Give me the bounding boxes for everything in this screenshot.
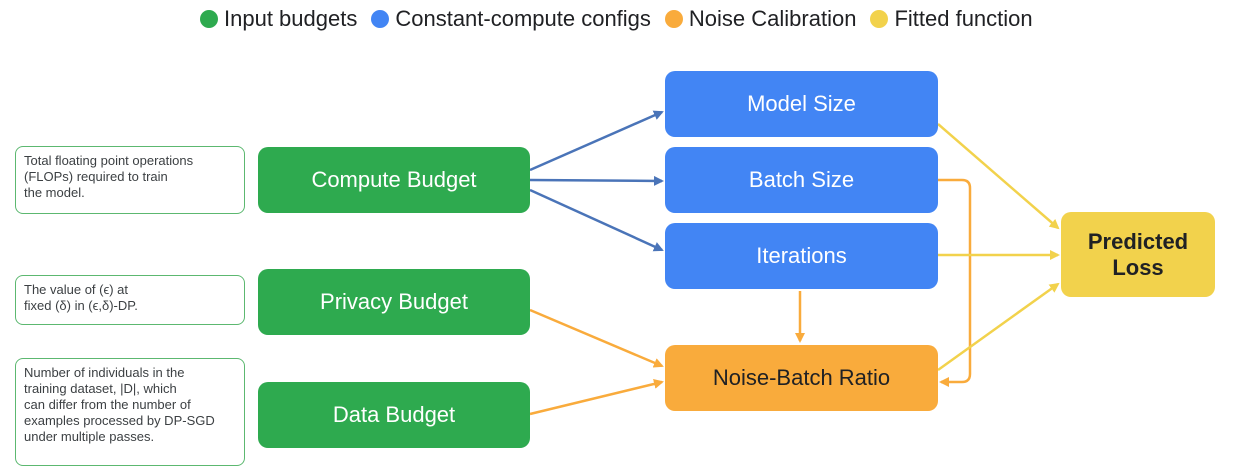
edge-model-size-to-loss	[937, 123, 1060, 230]
note-line: (FLOPs) required to train	[24, 169, 168, 184]
legend-dot-orange	[664, 10, 683, 28]
note-line: Total floating point operations	[24, 153, 194, 168]
edge-compute-to-model-size	[529, 110, 664, 172]
legend-dot-yellow	[870, 10, 889, 28]
node-predicted-loss: Predicted Loss	[1061, 212, 1215, 297]
legend-label: Constant-compute configs	[395, 6, 651, 31]
note-line: examples processed by DP-SGD	[24, 413, 215, 428]
edge-compute-to-batch-size	[529, 175, 664, 186]
note-line: The value of (ϵ) at	[24, 282, 129, 297]
legend-item-noise-calibration: Noise Calibration	[664, 6, 857, 32]
legend: Input budgets Constant-compute configs N…	[200, 4, 1033, 34]
legend-item-input-budgets: Input budgets	[200, 6, 357, 32]
note-privacy-budget: The value of (ϵ) at fixed (δ) in (ϵ,δ)-D…	[15, 275, 245, 325]
note-line: fixed (δ) in (ϵ,δ)-DP.	[24, 298, 138, 313]
note-line: Number of individuals in the	[24, 365, 185, 380]
legend-item-constant-compute: Constant-compute configs	[371, 6, 651, 32]
node-label: Batch Size	[748, 167, 855, 192]
node-label: Iterations	[756, 243, 847, 268]
node-data-budget: Data Budget	[258, 382, 530, 448]
legend-dot-blue	[371, 10, 390, 28]
note-compute-budget: Total floating point operations (FLOPs) …	[15, 146, 245, 214]
node-label: Model Size	[747, 91, 856, 116]
node-compute-budget: Compute Budget	[258, 147, 530, 213]
edge-privacy-to-noise	[529, 308, 664, 368]
note-line: under multiple passes.	[24, 429, 155, 444]
node-iterations: Iterations	[665, 223, 938, 289]
node-batch-size: Batch Size	[665, 147, 938, 213]
legend-label: Input budgets	[224, 6, 358, 31]
node-privacy-budget: Privacy Budget	[258, 269, 530, 335]
legend-label: Noise Calibration	[688, 6, 857, 31]
edge-compute-to-iterations	[529, 188, 664, 252]
node-label: Compute Budget	[311, 167, 477, 192]
node-model-size: Model Size	[665, 71, 938, 137]
node-label-line1: Predicted	[1087, 228, 1189, 254]
legend-label: Fitted function	[894, 6, 1033, 31]
node-noise-batch-ratio: Noise-Batch Ratio	[665, 345, 938, 411]
note-data-budget: Number of individuals in the training da…	[15, 358, 245, 466]
node-label: Privacy Budget	[320, 289, 468, 314]
edge-batch-to-noise	[938, 178, 972, 387]
edge-noise-to-loss	[937, 282, 1060, 372]
node-label-line2: Loss	[1112, 254, 1164, 280]
node-label: Data Budget	[332, 402, 456, 427]
node-label: Noise-Batch Ratio	[712, 365, 891, 390]
note-line: can differ from the number of	[24, 397, 191, 412]
legend-dot-green	[200, 10, 218, 28]
edge-data-to-noise	[529, 379, 664, 416]
note-line: the model.	[24, 185, 85, 200]
note-line: training dataset, |D|, which	[24, 381, 177, 396]
legend-item-fitted-function: Fitted function	[870, 6, 1033, 32]
